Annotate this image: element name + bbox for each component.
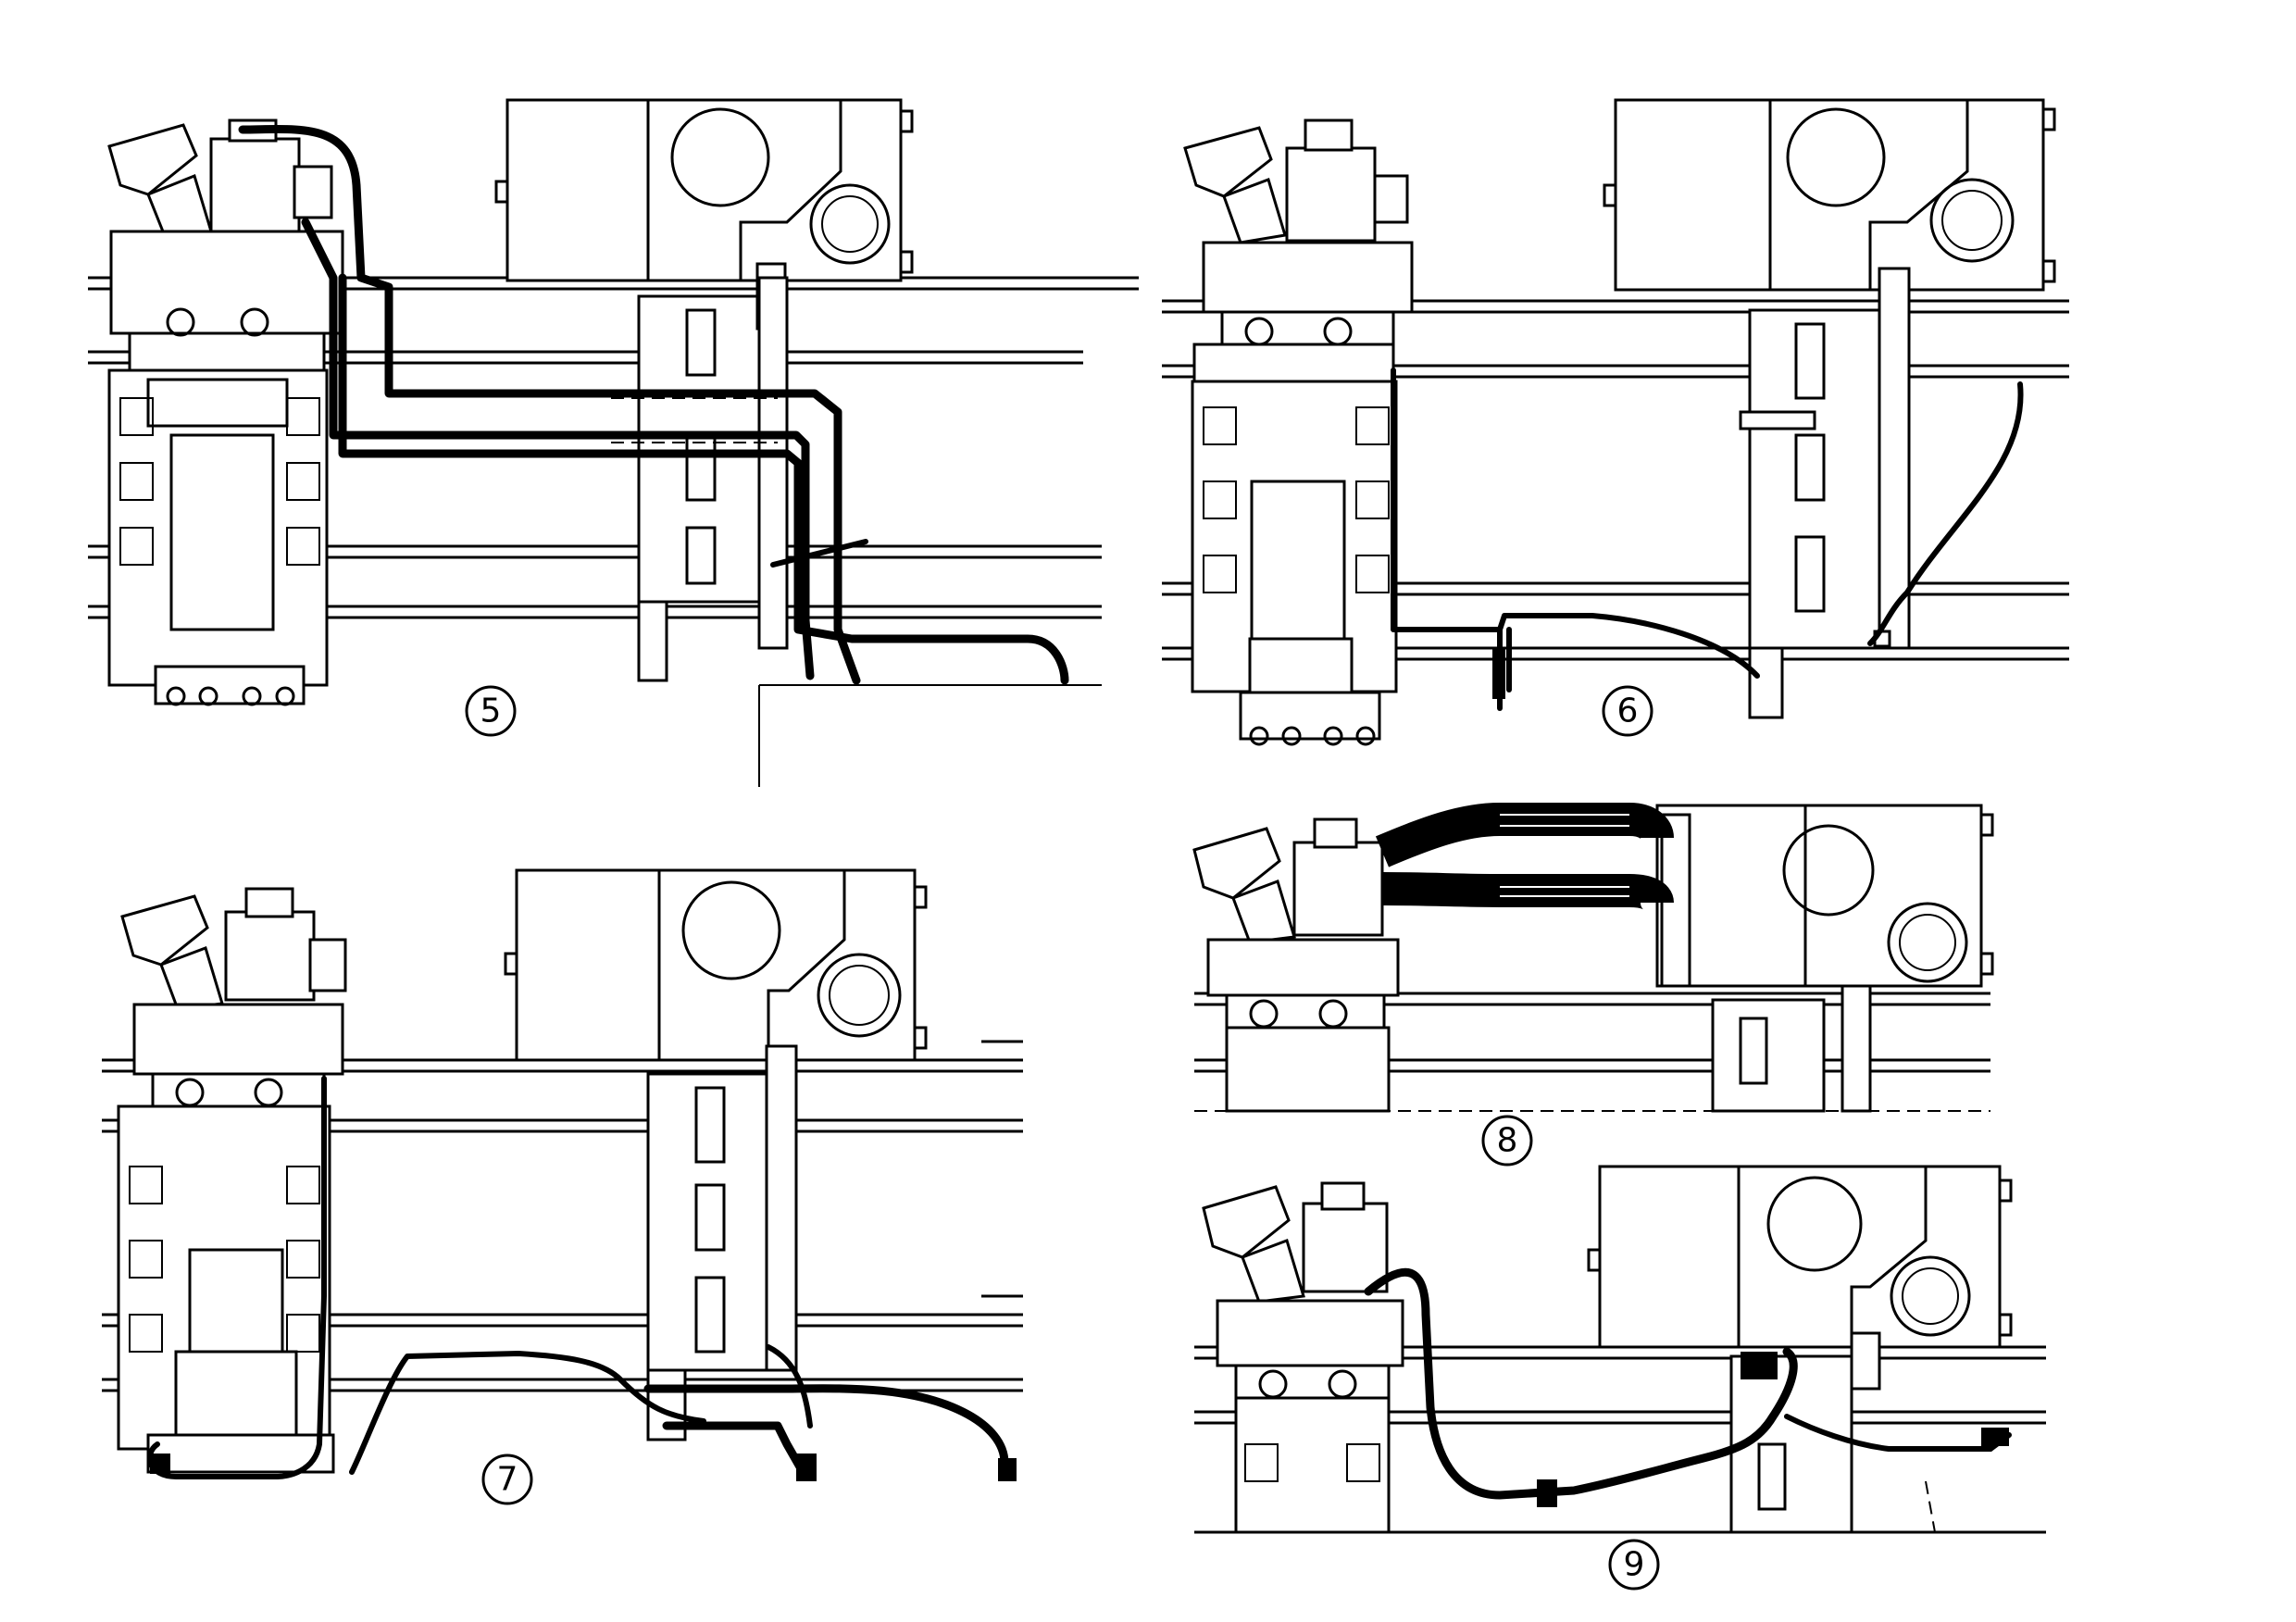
panel-9-callout: 9 xyxy=(1608,1539,1660,1591)
panel-7-tank xyxy=(504,868,928,1062)
panel-8-tank xyxy=(1655,804,1994,988)
panel-6-pump xyxy=(1183,119,1414,746)
panel-6-label: 6 xyxy=(1617,692,1639,730)
panel-8-callout: 8 xyxy=(1481,1115,1533,1167)
panel-5-hoses xyxy=(238,125,1069,685)
panel-8-label: 8 xyxy=(1497,1122,1518,1160)
panel-9-label: 9 xyxy=(1624,1546,1645,1584)
panel-7-hoses xyxy=(146,1076,1017,1481)
panel-5-pump xyxy=(107,119,344,706)
panel-7-callout: 7 xyxy=(481,1454,533,1505)
panel-5-tank xyxy=(494,98,914,282)
panel-9-valve-block xyxy=(1729,1331,1881,1534)
panel-9: 9 xyxy=(1194,1165,2046,1591)
panel-8-pump xyxy=(1192,817,1400,1113)
panel-5: 5 xyxy=(88,98,1139,787)
panel-8-hoses xyxy=(1375,803,1674,911)
panel-7: 7 xyxy=(102,868,1023,1505)
panel-6-valve-block xyxy=(1739,267,1911,719)
panel-9-pump xyxy=(1202,1181,1404,1534)
panel-6: 6 xyxy=(1162,98,2069,746)
panel-5-label: 5 xyxy=(480,692,502,730)
panel-5-valve-block xyxy=(637,262,789,682)
panel-7-label: 7 xyxy=(497,1461,518,1499)
panel-5-callout: 5 xyxy=(465,685,517,737)
panel-8-valve-block xyxy=(1711,984,1872,1113)
panel-7-valve-block xyxy=(646,1044,798,1441)
panel-6-tank xyxy=(1603,98,2056,292)
panel-6-callout: 6 xyxy=(1602,685,1653,737)
panel-8: 8 xyxy=(1192,803,1994,1167)
panel-9-hoses xyxy=(1364,1267,2012,1533)
panel-7-pump xyxy=(117,887,347,1474)
panel-9-tank xyxy=(1587,1165,2013,1349)
panel-6-hoses xyxy=(1391,368,2024,711)
